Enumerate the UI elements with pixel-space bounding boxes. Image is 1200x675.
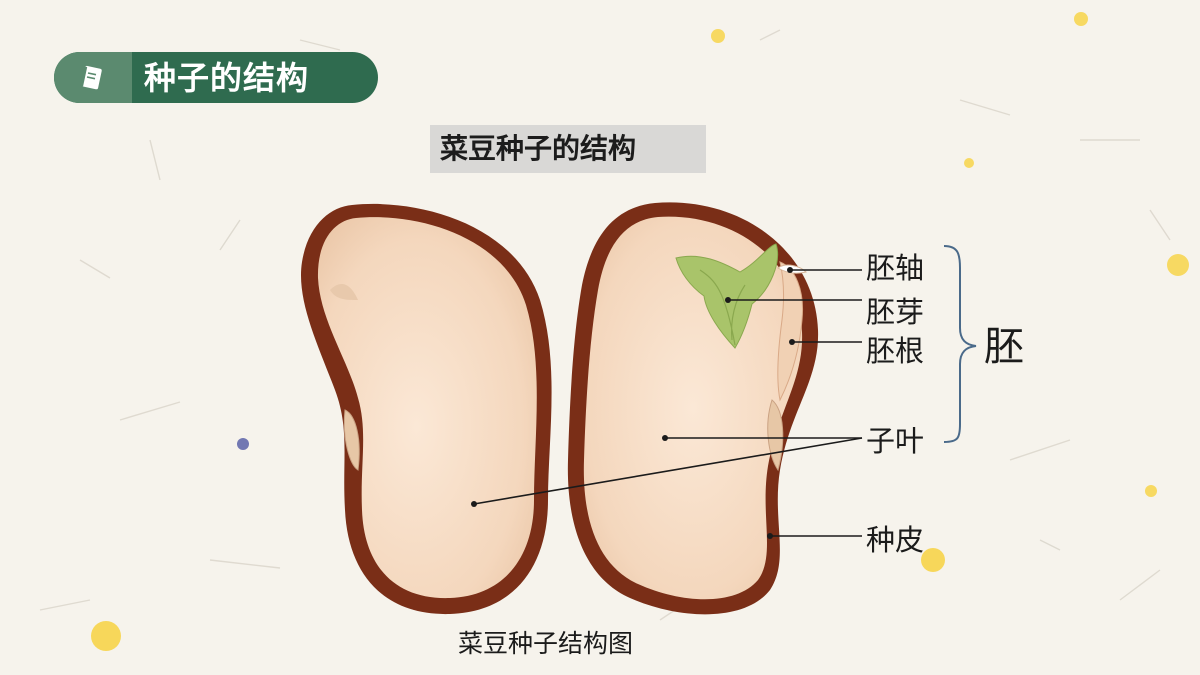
plumule xyxy=(675,243,778,349)
leader-lines xyxy=(473,269,863,537)
label-cotyledon: 子叶 xyxy=(866,424,925,458)
book-icon xyxy=(80,65,102,90)
label-hypocotyl: 胚轴 xyxy=(866,251,925,285)
diagram-title-box: 菜豆种子的结构 xyxy=(430,125,706,173)
section-title: 种子的结构 xyxy=(144,59,310,97)
header-icon-holder xyxy=(54,52,132,103)
left-seed-half xyxy=(300,203,552,615)
decor-dots xyxy=(91,12,1189,651)
right-seed-half xyxy=(567,202,819,615)
label-radicle: 胚根 xyxy=(866,334,925,368)
diagram-caption: 菜豆种子结构图 xyxy=(458,629,634,658)
section-header: 种子的结构 xyxy=(54,52,378,103)
diagram-title: 菜豆种子的结构 xyxy=(440,132,637,165)
label-seed-coat: 种皮 xyxy=(866,523,925,557)
embryo-bracket xyxy=(943,245,977,443)
hypocotyl-radicle xyxy=(777,261,804,402)
label-plumule: 胚芽 xyxy=(866,295,925,329)
label-embryo: 胚 xyxy=(984,324,1024,370)
